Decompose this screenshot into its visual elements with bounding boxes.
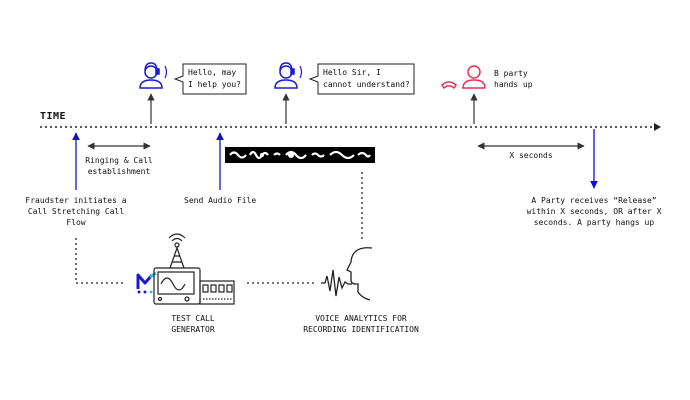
bubble-2-text: Hello Sir, I cannot understand? — [323, 68, 410, 89]
b-party-label: B party hands up — [494, 69, 533, 89]
fraudster-label: Fraudster initiates a Call Stretching Ca… — [25, 196, 127, 227]
headset-agent-icon-2 — [274, 62, 303, 89]
x-seconds-label: X seconds — [509, 151, 553, 160]
test-equipment-icon — [153, 267, 235, 305]
waveform-icon — [225, 147, 375, 163]
ringing-label: Ringing & Call establishment — [85, 156, 153, 176]
b-party-icon — [462, 65, 486, 89]
test-call-generator-label: TEST CALL GENERATOR — [171, 314, 215, 334]
voice-analytics-label: VOICE ANALYTICS FOR RECORDING IDENTIFICA… — [303, 314, 419, 334]
radio-tower-icon — [168, 233, 186, 269]
logo-icon — [136, 271, 157, 294]
bubble-1-text: Hello, may I help you? — [188, 68, 241, 89]
a-party-label: A Party receives “Release” within X seco… — [526, 196, 662, 227]
fraudster-connector — [75, 238, 124, 284]
phone-hangup-icon — [441, 81, 457, 90]
speech-bubble-icon-2 — [308, 63, 415, 95]
speaking-head-icon — [321, 247, 373, 301]
send-audio-label: Send Audio File — [184, 196, 257, 205]
headset-agent-icon — [139, 62, 168, 89]
timeline-label: TIME — [40, 111, 67, 122]
speech-bubble-icon — [173, 63, 247, 95]
timeline-arrowhead — [654, 123, 661, 131]
